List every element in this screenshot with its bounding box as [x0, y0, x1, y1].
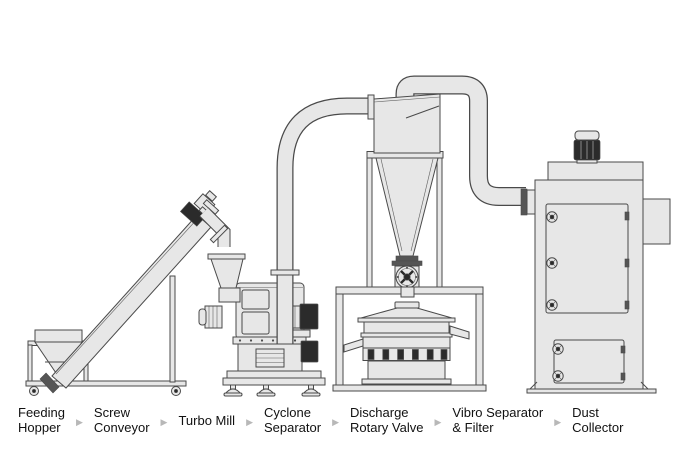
flow-arrow-icon: ▶ — [160, 416, 168, 427]
flow-arrow-icon: ▶ — [434, 416, 442, 427]
cyclone-cone — [375, 157, 439, 257]
mill-leveling-feet — [223, 384, 321, 397]
flow-label-cyclone-separator: Cyclone Separator — [263, 405, 322, 435]
flow-label-feeding-hopper: Feeding Hopper — [18, 405, 65, 435]
conveyor-motor — [179, 201, 207, 227]
cyclone-body — [373, 93, 441, 154]
collector-upper-door — [545, 203, 629, 314]
flow-arrow-icon: ▶ — [332, 416, 339, 427]
flow-arrow-icon: ▶ — [75, 416, 83, 427]
vibro-separator — [343, 286, 470, 385]
flow-label-discharge-rotary-valve: Discharge Rotary Valve — [350, 405, 424, 435]
screw-conveyor — [39, 190, 231, 394]
flow-label-dust-collector: Dust Collector — [572, 405, 624, 435]
mill-lower-motor — [300, 340, 319, 363]
diagram-canvas — [25, 75, 671, 397]
vibro-outlet-left — [343, 338, 364, 353]
process-flow-labels: Feeding Hopper ▶ Screw Conveyor ▶ Turbo … — [18, 398, 696, 444]
flow-arrow-icon: ▶ — [554, 416, 562, 427]
conveyor-end-cap — [39, 372, 60, 394]
collector-inlet-flange — [520, 188, 528, 216]
flow-label-turbo-mill: Turbo Mill — [178, 412, 236, 428]
cyclone-outlet-pipe — [395, 75, 526, 206]
discharge-spout-flange — [209, 224, 229, 244]
flow-label-vibro-separator-filter: Vibro Separator & Filter — [452, 405, 544, 435]
mill-motor — [299, 303, 319, 330]
collector-side-box — [642, 198, 671, 245]
discharge-rotary-valve — [391, 260, 423, 289]
dust-collector — [520, 130, 671, 394]
vibro-lid — [360, 307, 453, 319]
flow-label-screw-conveyor: Screw Conveyor — [93, 405, 150, 435]
collector-lower-door — [553, 339, 625, 384]
vibro-springs — [367, 349, 448, 360]
flow-arrow-icon: ▶ — [246, 416, 253, 427]
vibro-outlet-right — [449, 325, 470, 340]
cyclone-inlet-flange — [367, 94, 375, 120]
collector-door-knobs — [546, 211, 558, 311]
turbo-mill — [198, 97, 371, 397]
cyclone-separator — [366, 93, 444, 289]
